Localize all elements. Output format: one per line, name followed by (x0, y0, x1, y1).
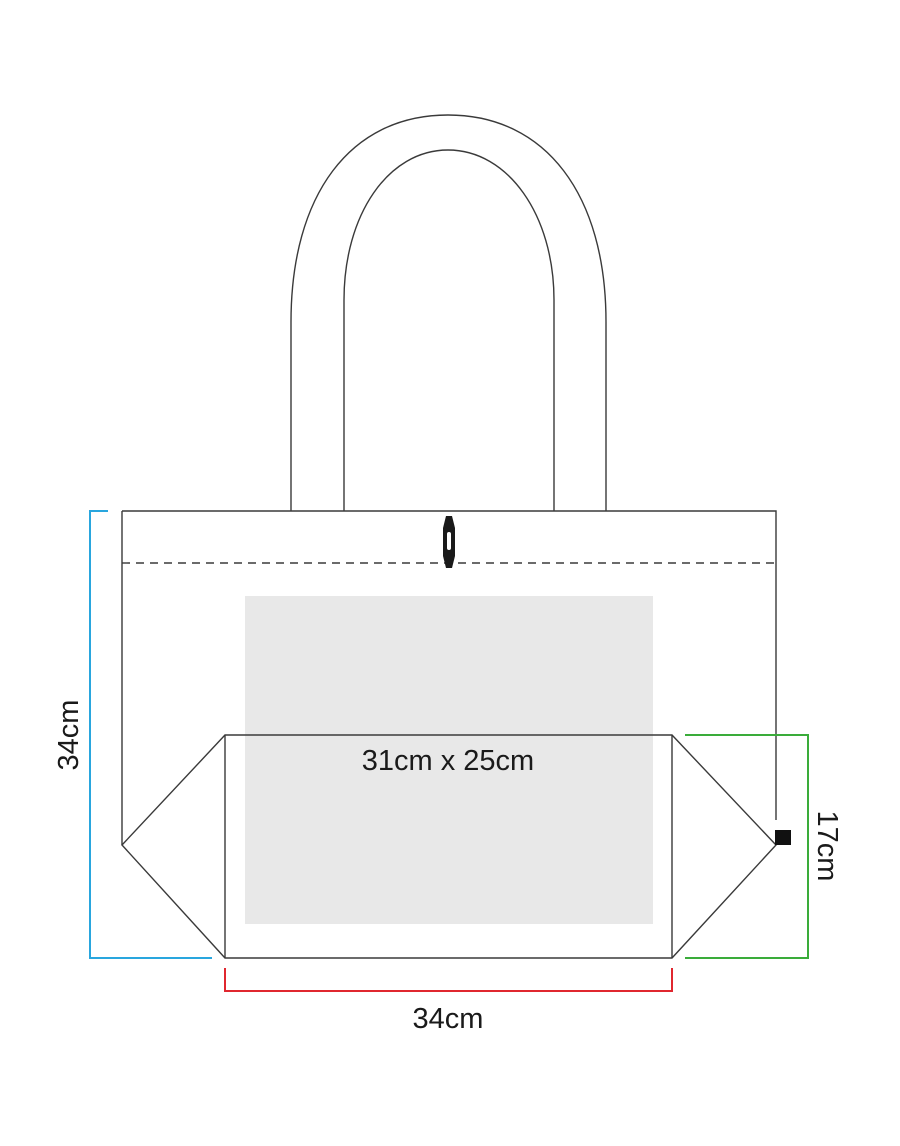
toggle-closure-icon (443, 516, 455, 568)
width-bracket (224, 968, 673, 992)
bag-outline (121, 510, 777, 845)
bag-handles (290, 114, 607, 511)
height-dimension: 34cm (53, 510, 212, 959)
outer-handle (290, 114, 607, 511)
gusset-bracket (685, 734, 809, 959)
bag-body (121, 510, 791, 959)
width-dimension: 34cm (224, 968, 673, 1035)
print-area-label: 31cm x 25cm (362, 745, 534, 777)
height-bracket (89, 510, 212, 959)
gusset-dimension: 17cm (685, 734, 843, 959)
width-label: 34cm (413, 1003, 484, 1035)
height-label: 34cm (53, 700, 85, 771)
label-tag-icon (775, 830, 791, 845)
print-area (245, 596, 653, 924)
inner-handle (343, 149, 555, 511)
gusset-label: 17cm (811, 811, 843, 882)
